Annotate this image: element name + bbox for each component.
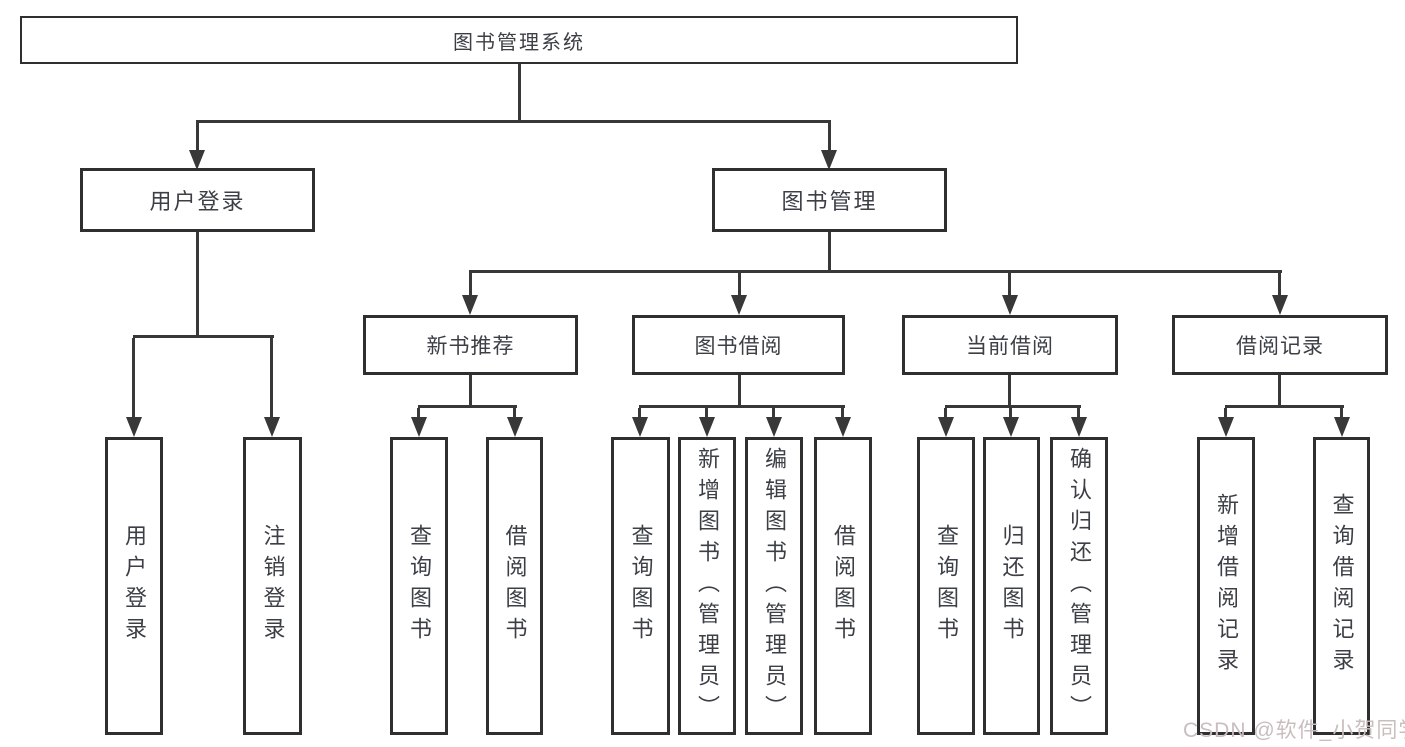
connector-line [1224,408,1227,419]
arrowhead-icon [126,417,142,437]
node-label: 借阅记录 [1236,335,1324,358]
leaf-newbook-query-books: 查询图书 [390,437,448,735]
connector-line [705,408,708,419]
connector-line [518,63,521,123]
node-label: 图书借阅 [694,335,783,358]
node-label: 编辑图书（管理员） [762,446,787,726]
node-label: 查询借阅记录 [1329,493,1355,679]
node-new-book-recommend: 新书推荐 [363,315,578,375]
connector-line [1278,375,1281,408]
connector-line [945,405,1081,408]
connector-line [133,335,274,338]
leaf-current-return-books: 归还图书 [983,437,1040,735]
node-label: 查询图书 [934,524,959,648]
connector-line [196,120,831,123]
connector-line [944,408,947,419]
leaf-logout: 注销登录 [243,437,302,735]
connector-line [639,405,845,408]
arrowhead-icon [1334,417,1350,437]
connector-line [196,123,199,152]
arrowhead-icon [1071,417,1087,437]
arrowhead-icon [766,417,782,437]
arrowhead-icon [821,150,837,170]
arrowhead-icon [189,150,205,170]
node-book-management: 图书管理 [712,168,947,232]
node-label: 图书管理系统 [453,31,585,54]
connector-line [417,408,420,419]
arrowhead-icon [264,417,280,437]
leaf-current-query-books: 查询图书 [917,437,975,735]
connector-line [828,232,831,273]
arrowhead-icon [411,417,427,437]
node-label: 图书管理 [781,189,878,214]
connector-line [841,408,844,419]
node-label: 查询图书 [628,524,654,648]
arrowhead-icon [835,417,851,437]
connector-line [738,375,741,408]
connector-line [196,232,199,338]
arrowhead-icon [1002,295,1018,315]
arrowhead-icon [1218,417,1234,437]
arrowhead-icon [1272,295,1288,315]
leaf-user-login: 用户登录 [105,437,163,735]
connector-line [469,273,472,297]
node-label: 当前借阅 [966,335,1054,358]
connector-line [1009,408,1012,419]
node-label: 归还图书 [999,524,1025,648]
node-label: 确认归还（管理员） [1067,446,1092,726]
leaf-records-add-record: 新增借阅记录 [1197,437,1255,735]
node-label: 新增借阅记录 [1214,493,1239,679]
connector-line [469,375,472,408]
connector-line [1008,375,1011,408]
csdn-watermark: CSDN @软件_小贺同学 [1183,719,1405,742]
connector-line [1008,273,1011,297]
node-user-login: 用户登录 [80,168,315,232]
node-label: 借阅图书 [502,524,528,648]
connector-line [469,270,1282,273]
connector-line [1340,408,1343,419]
connector-line [738,273,741,297]
arrowhead-icon [1003,417,1019,437]
leaf-borrow-borrow-books: 借阅图书 [814,437,872,735]
node-library-management-system: 图书管理系统 [20,16,1018,64]
connector-line [513,408,516,419]
arrowhead-icon [462,295,478,315]
connector-line [1225,405,1344,408]
arrowhead-icon [699,417,715,437]
leaf-newbook-borrow-books: 借阅图书 [486,437,543,735]
connector-line [270,338,273,419]
connector-line [418,405,517,408]
arrowhead-icon [731,295,747,315]
leaf-borrow-edit-book-admin: 编辑图书（管理员） [745,437,803,735]
connector-line [772,408,775,419]
node-label: 用户登录 [149,189,246,214]
leaf-records-query-record: 查询借阅记录 [1313,437,1370,735]
leaf-current-confirm-return-admin: 确认归还（管理员） [1050,437,1108,735]
node-borrow-records: 借阅记录 [1172,315,1388,375]
node-current-borrow: 当前借阅 [902,315,1118,375]
node-book-borrow: 图书借阅 [632,315,845,375]
arrowhead-icon [938,417,954,437]
node-label: 查询图书 [407,524,432,648]
arrowhead-icon [507,417,523,437]
connector-line [638,408,641,419]
connector-line [828,123,831,152]
node-label: 注销登录 [260,524,286,648]
node-label: 新增图书（管理员） [695,446,720,726]
connector-line [1278,273,1281,297]
connector-line [132,338,135,419]
node-label: 新书推荐 [426,335,515,358]
node-label: 用户登录 [122,524,147,648]
leaf-borrow-query-books: 查询图书 [611,437,670,735]
connector-line [1077,408,1080,419]
arrowhead-icon [632,417,648,437]
leaf-borrow-add-book-admin: 新增图书（管理员） [678,437,736,735]
node-label: 借阅图书 [831,524,856,648]
